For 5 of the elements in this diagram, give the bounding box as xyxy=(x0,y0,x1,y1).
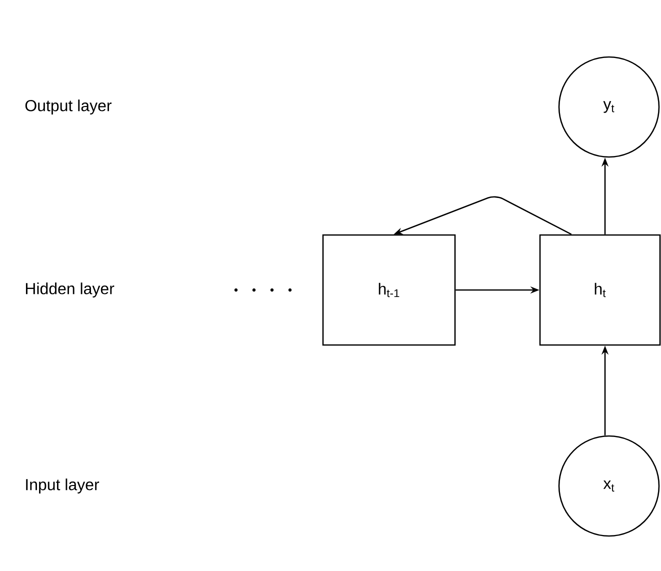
layer-label: Hidden layer xyxy=(26,282,114,298)
layer-label: Output layer xyxy=(25,100,112,114)
layer-box: h$_{t-1}$ xyxy=(322,234,456,346)
layer-label: Input layer xyxy=(26,478,100,494)
layer-box: h$_{t}$ xyxy=(539,234,661,346)
